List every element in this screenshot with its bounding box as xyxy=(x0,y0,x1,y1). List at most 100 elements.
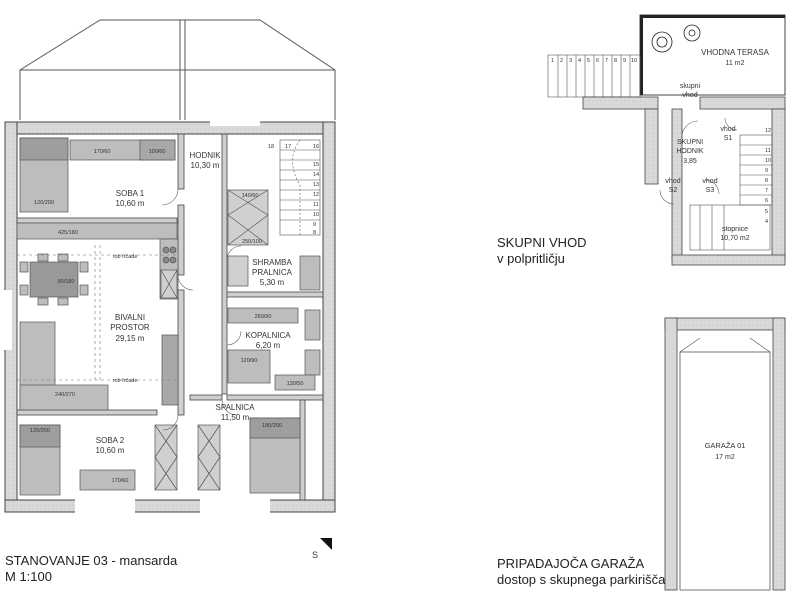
label-wc-pralnica: 140/60 xyxy=(242,193,259,199)
vhod-s2: vhod xyxy=(665,178,680,185)
room-kopalnica-area: 6,20 m xyxy=(256,341,281,350)
furniture-labels: 170/60 100/60 120/200 425/180 90/180 240… xyxy=(30,149,303,484)
estep-9: 9 xyxy=(623,58,626,64)
rstep-9: 9 xyxy=(765,168,768,174)
room-shramba-name: SHRAMBA xyxy=(252,258,292,267)
roof-outline xyxy=(19,19,336,120)
step-16: 16 xyxy=(313,144,319,150)
label-table: 90/180 xyxy=(58,279,75,285)
room-labels: SOBA 1 10,60 m HODNIK 10,30 m BIVALNI PR… xyxy=(96,151,293,455)
apartment-plan: SOBA 1 10,60 m HODNIK 10,30 m BIVALNI PR… xyxy=(0,19,336,560)
stopnice-label: stopnice xyxy=(722,226,748,233)
desk-soba2 xyxy=(79,469,136,491)
estep-3: 3 xyxy=(569,58,572,64)
vhod-s1b: S1 xyxy=(724,135,733,142)
label-sink: 130/50 xyxy=(287,381,304,387)
room-bivalni-area: 29,15 m xyxy=(116,334,145,343)
label-bath: 260/90 xyxy=(255,314,272,320)
desk-soba1 xyxy=(139,139,176,161)
vhod-s1: vhod xyxy=(720,126,735,133)
entrance-doors xyxy=(659,117,738,205)
doors xyxy=(161,188,242,431)
entrance-caption-subtitle: v polpritličju xyxy=(497,251,565,266)
label-rob-frcade: rob frčade xyxy=(113,254,138,260)
outer-walls xyxy=(0,118,336,516)
estep-5: 5 xyxy=(587,58,590,64)
dining-table xyxy=(29,261,79,298)
label-wardrobe1: 170/60 xyxy=(94,149,111,155)
garage-plan: GARAŽA 01 17 m2 xyxy=(664,317,786,591)
entrance-walls xyxy=(582,96,786,266)
bath xyxy=(227,307,299,324)
skupni-vhod-small: skupni xyxy=(680,83,701,90)
hodnik-name: SKUPNI xyxy=(677,139,703,146)
step-14: 14 xyxy=(313,172,319,178)
plant-icon xyxy=(651,24,701,53)
rstep-6: 6 xyxy=(765,198,768,204)
room-kopalnica-name: KOPALNICA xyxy=(245,331,291,340)
estep-2: 2 xyxy=(560,58,563,64)
terrace-name: VHODNA TERASA xyxy=(701,48,770,57)
vhod-s3b: S3 xyxy=(706,187,715,194)
room-shramba-name2: PRALNICA xyxy=(252,268,293,277)
label-bed1: 120/200 xyxy=(34,200,54,206)
shower xyxy=(227,349,271,384)
room-soba2-name: SOBA 2 xyxy=(96,436,125,445)
label-counter: 425/180 xyxy=(58,230,78,236)
entrance-inner-stairs xyxy=(689,134,773,251)
room-bivalni-name: BIVALNI xyxy=(115,313,145,322)
step-8: 8 xyxy=(313,230,316,236)
room-hodnik-name: HODNIK xyxy=(189,151,221,160)
furniture xyxy=(16,137,321,496)
step-15: 15 xyxy=(313,162,319,168)
garage-room xyxy=(679,351,771,591)
entrance-plan: VHODNA TERASA 11 m2 skupni vhod SKUPNI H… xyxy=(547,14,786,266)
estep-4: 4 xyxy=(578,58,581,64)
step-13: 13 xyxy=(313,182,319,188)
room-bivalni-name2: PROSTOR xyxy=(110,323,150,332)
label-unit-a: 250/100 xyxy=(242,239,262,245)
garage-caption-title: PRIPADAJOČA GARAŽA xyxy=(497,556,645,571)
room-spalnica-area: 11,50 m xyxy=(221,413,250,422)
estep-7: 7 xyxy=(605,58,608,64)
rstep-8: 8 xyxy=(765,178,768,184)
stopnice-area: 10,70 m2 xyxy=(720,235,749,242)
skupni-vhod-small2: vhod xyxy=(682,92,697,99)
room-hodnik-area: 10,30 m xyxy=(191,161,220,170)
apartment-caption-title: STANOVANJE 03 - mansarda xyxy=(5,553,178,568)
step-17: 17 xyxy=(285,144,291,150)
north-arrow: S xyxy=(312,538,332,560)
rstep-4: 4 xyxy=(765,219,768,225)
vhod-s2b: S2 xyxy=(669,187,678,194)
estep-6: 6 xyxy=(596,58,599,64)
rstep-12: 12 xyxy=(765,128,771,134)
label-shower: 120/90 xyxy=(241,358,258,364)
rstep-11: 11 xyxy=(765,148,771,154)
rstep-10: 10 xyxy=(765,158,771,164)
step-11: 11 xyxy=(313,202,319,208)
apartment-caption: STANOVANJE 03 - mansarda M 1:100 xyxy=(5,553,177,585)
step-12: 12 xyxy=(313,192,319,198)
estep-10: 10 xyxy=(631,58,637,64)
rstep-7: 7 xyxy=(765,188,768,194)
label-desk2: 170/60 xyxy=(112,478,129,484)
label-sofa: 240/270 xyxy=(55,392,75,398)
terrace-area: 11 m2 xyxy=(726,60,745,67)
label-rob-frcade2: rob frčade xyxy=(113,378,138,384)
entrance-caption: SKUPNI VHOD v polpritličju xyxy=(497,235,587,267)
estep-1: 1 xyxy=(551,58,554,64)
step-18: 18 xyxy=(268,144,274,150)
stair-step-numbers: 18 17 16 15 14 13 12 11 10 9 8 xyxy=(268,144,319,236)
label-bed3: 180/200 xyxy=(262,423,282,429)
room-soba1-name: SOBA 1 xyxy=(116,189,145,198)
label-bed2: 120/200 xyxy=(30,428,50,434)
apartment-caption-scale: M 1:100 xyxy=(5,569,52,584)
room-spalnica-name: SPALNICA xyxy=(216,403,256,412)
garage-area: 17 m2 xyxy=(715,454,735,461)
main-stairs xyxy=(279,139,321,236)
room-soba1-area: 10,60 m xyxy=(116,199,145,208)
garage-caption: PRIPADAJOČA GARAŽA dostop s skupnega par… xyxy=(497,556,665,588)
garage-caption-subtitle: dostop s skupnega parkirišča xyxy=(497,572,666,587)
garage-name: GARAŽA 01 xyxy=(705,441,746,450)
rstep-5: 5 xyxy=(765,209,768,215)
